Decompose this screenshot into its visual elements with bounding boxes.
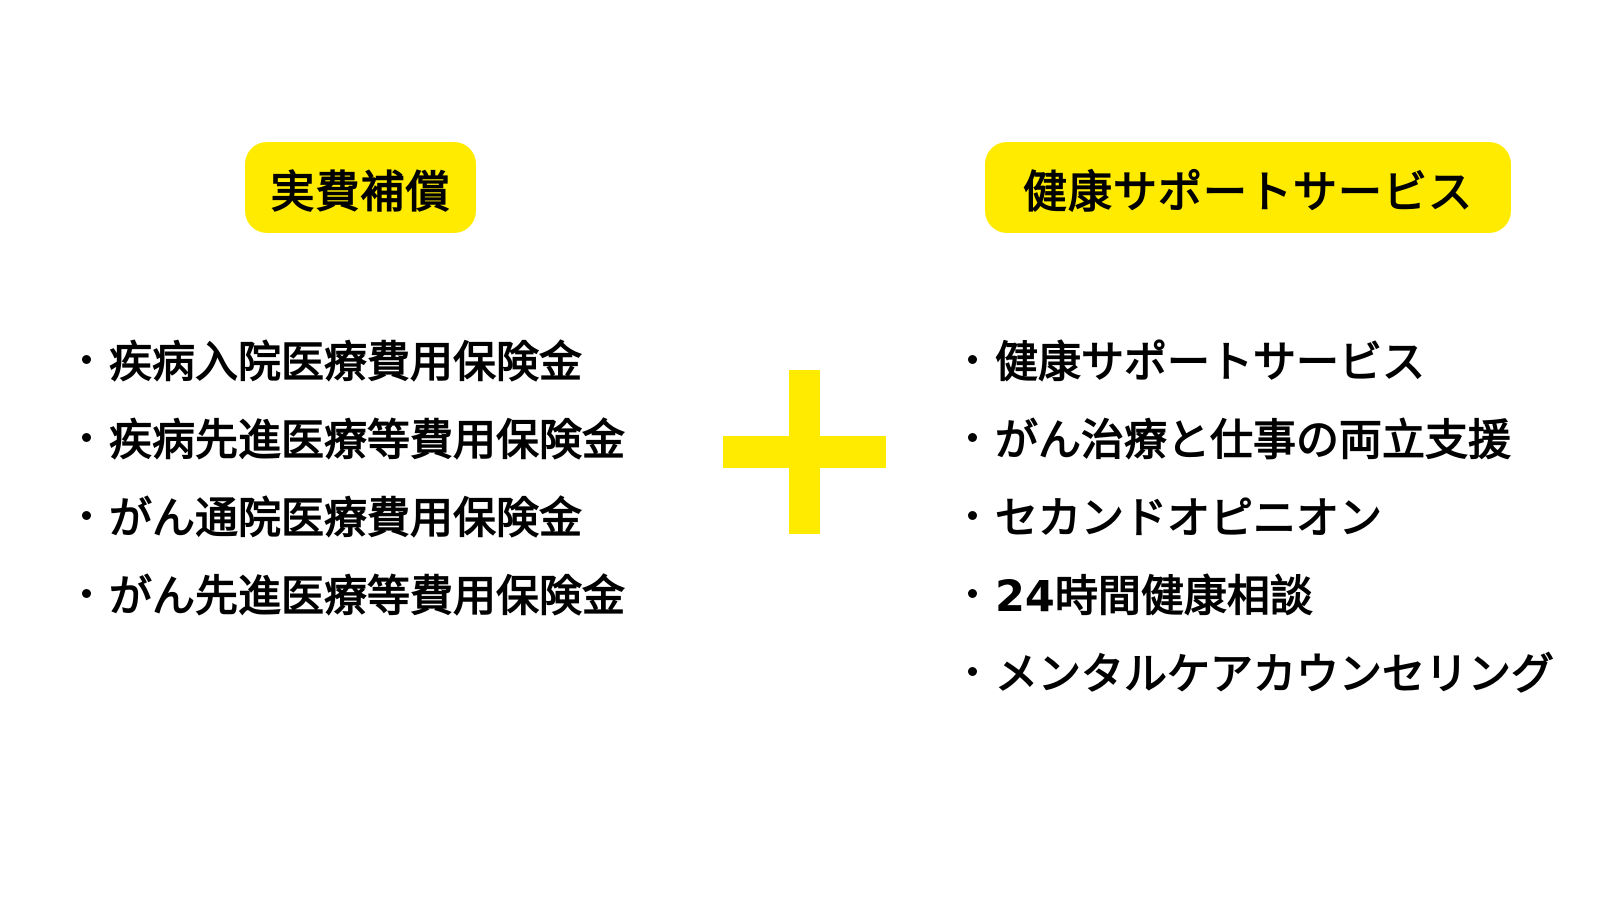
list-item: がん治療と仕事の両立支援	[968, 398, 1554, 476]
bullet-icon	[968, 510, 977, 520]
list-item-label: セカンドオピニオン	[995, 494, 1382, 544]
list-item-label: 疾病先進医療等費用保険金	[109, 416, 625, 466]
list-item-label: メンタルケアカウンセリング	[995, 650, 1554, 700]
left-title: 実費補償	[270, 166, 451, 218]
right-list: 健康サポートサービス がん治療と仕事の両立支援 セカンドオピニオン 24時間健康…	[968, 320, 1554, 710]
list-item: 健康サポートサービス	[968, 320, 1554, 398]
bullet-icon	[968, 666, 977, 676]
plus-icon-horizontal	[723, 436, 886, 468]
list-item-label: 24時間健康相談	[995, 572, 1313, 622]
list-item-label: がん治療と仕事の両立支援	[995, 416, 1511, 466]
list-item: 24時間健康相談	[968, 554, 1554, 632]
list-item: 疾病入院医療費用保険金	[82, 320, 625, 398]
list-item-label: 疾病入院医療費用保険金	[109, 338, 582, 388]
bullet-icon	[968, 354, 977, 364]
right-title-badge: 健康サポートサービス	[985, 142, 1511, 233]
list-item-label: 健康サポートサービス	[995, 338, 1425, 388]
bullet-icon	[82, 354, 91, 364]
left-title-badge: 実費補償	[245, 142, 476, 233]
left-list: 疾病入院医療費用保険金 疾病先進医療等費用保険金 がん通院医療費用保険金 がん先…	[82, 320, 625, 632]
bullet-icon	[82, 510, 91, 520]
right-title: 健康サポートサービス	[1023, 166, 1473, 218]
list-item: がん通院医療費用保険金	[82, 476, 625, 554]
bullet-icon	[82, 588, 91, 598]
list-item: メンタルケアカウンセリング	[968, 632, 1554, 710]
list-item: 疾病先進医療等費用保険金	[82, 398, 625, 476]
bullet-icon	[82, 432, 91, 442]
list-item-label: がん通院医療費用保険金	[109, 494, 582, 544]
bullet-icon	[968, 588, 977, 598]
bullet-icon	[968, 432, 977, 442]
list-item: がん先進医療等費用保険金	[82, 554, 625, 632]
list-item: セカンドオピニオン	[968, 476, 1554, 554]
list-item-label: がん先進医療等費用保険金	[109, 572, 625, 622]
